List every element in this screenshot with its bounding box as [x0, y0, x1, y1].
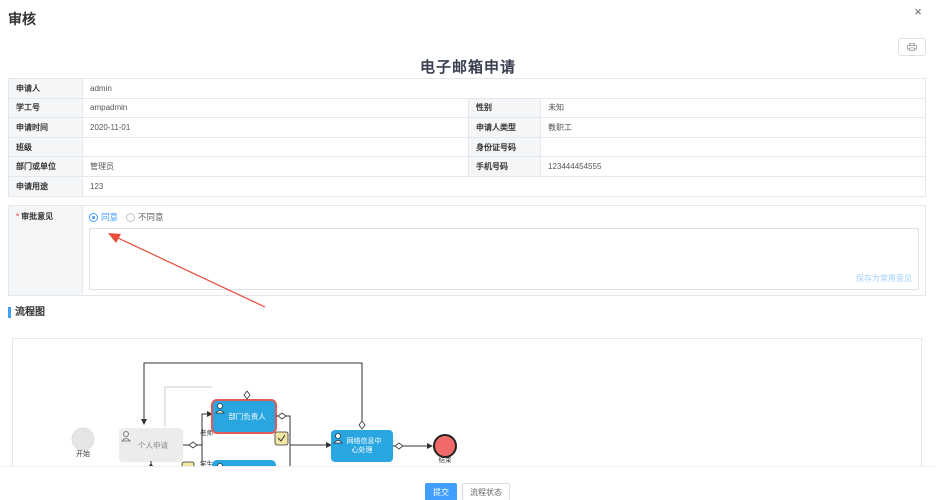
exclusive-gateway	[277, 412, 287, 420]
flow-diagram: 开始 个人申请 老师 部门负责人	[12, 338, 922, 478]
flow-heading: 流程图	[8, 307, 45, 318]
printer-icon	[907, 43, 917, 51]
flow-status-button[interactable]: 流程状态	[462, 483, 510, 500]
end-event	[433, 434, 457, 458]
exclusive-gateway	[188, 441, 198, 449]
approval-label: *审批意见	[9, 206, 83, 295]
check-badge-icon	[274, 431, 289, 446]
id-label: 学工号	[8, 97, 83, 119]
class-value	[82, 136, 469, 158]
user-icon	[121, 431, 131, 442]
check-mark-icon	[277, 434, 286, 442]
phone-value: 123444454555	[540, 156, 926, 177]
gender-value: 未知	[540, 97, 926, 119]
opinion-textarea[interactable]: 保存为常用意见	[89, 228, 919, 290]
disagree-radio[interactable]: 不同意	[126, 211, 164, 223]
disagree-label: 不同意	[138, 212, 164, 222]
dialog-title: 审核	[8, 11, 36, 27]
flow-return-edge	[141, 362, 363, 425]
save-common-opinion-link[interactable]: 保存为常用意见	[856, 274, 912, 283]
user-icon	[333, 433, 343, 444]
network-center-task	[331, 430, 393, 462]
time-value: 2020-11-01	[82, 117, 469, 138]
dept-value: 管理员	[82, 156, 469, 177]
table-row: 申请人 admin	[8, 78, 926, 99]
close-icon[interactable]: ×	[914, 4, 922, 19]
network-center-label-2: 心处理	[352, 445, 373, 454]
end-label: 结束	[439, 455, 453, 464]
phone-label: 手机号码	[468, 156, 541, 177]
idcard-label: 身份证号码	[468, 136, 541, 158]
start-event	[71, 427, 95, 451]
approval-section: *审批意见 同意 不同意 保存为常用意见	[8, 205, 926, 296]
agree-label: 同意	[101, 212, 119, 222]
idcard-value	[540, 136, 926, 158]
class-label: 班级	[8, 136, 83, 158]
time-label: 申请时间	[8, 117, 83, 138]
type-value: 教职工	[540, 117, 926, 138]
table-row: 部门或单位 管理员 手机号码 123444454555	[8, 156, 926, 177]
form-title: 电子邮箱申请	[419, 59, 516, 76]
agree-radio[interactable]: 同意	[89, 211, 118, 223]
required-mark: *	[16, 212, 20, 221]
network-center-label-1: 网络信息中	[347, 436, 382, 445]
id-value: ampadmin	[82, 97, 469, 119]
exclusive-gateway	[394, 442, 404, 450]
table-row: 申请用途 123	[8, 175, 926, 197]
table-row: 申请时间 2020-11-01 申请人类型 教职工	[8, 117, 926, 138]
approval-label-text: 审批意见	[21, 212, 54, 221]
type-label: 申请人类型	[468, 117, 541, 138]
gender-label: 性别	[468, 97, 541, 119]
purpose-value: 123	[82, 175, 926, 197]
personal-task-label: 个人申请	[138, 440, 168, 450]
table-row: 学工号 ampadmin 性别 未知	[8, 97, 926, 119]
radio-checked-icon	[89, 212, 98, 222]
flow-return-edge-light	[164, 386, 212, 427]
boundary-diamond	[243, 390, 251, 400]
print-button[interactable]	[898, 38, 926, 56]
student-condition-label: 学生	[200, 459, 214, 468]
dept-head-task-label: 部门负责人	[228, 411, 266, 421]
submit-button[interactable]: 提交	[425, 483, 457, 500]
radio-unchecked-icon	[126, 212, 136, 222]
approval-body: 同意 不同意 保存为常用意见	[83, 206, 925, 295]
user-icon	[215, 403, 225, 414]
approval-radio-group: 同意 不同意	[89, 211, 172, 223]
flow-diagram-svg: 开始 个人申请 老师 部门负责人	[71, 362, 457, 477]
applicant-info-table: 申请人 admin 学工号 ampadmin 性别 未知 申请时间 2020-1…	[8, 78, 926, 197]
personal-task	[119, 428, 183, 462]
purpose-label: 申请用途	[8, 175, 83, 197]
flow-edge	[197, 411, 213, 446]
start-label: 开始	[76, 449, 90, 458]
teacher-condition-label: 老师	[200, 428, 214, 437]
boundary-diamond	[358, 420, 366, 430]
dialog-footer: 提交 流程状态	[0, 466, 936, 500]
applicant-value: admin	[82, 78, 926, 99]
applicant-label: 申请人	[8, 78, 83, 99]
dept-label: 部门或单位	[8, 156, 83, 177]
table-row: 班级 身份证号码	[8, 136, 926, 158]
